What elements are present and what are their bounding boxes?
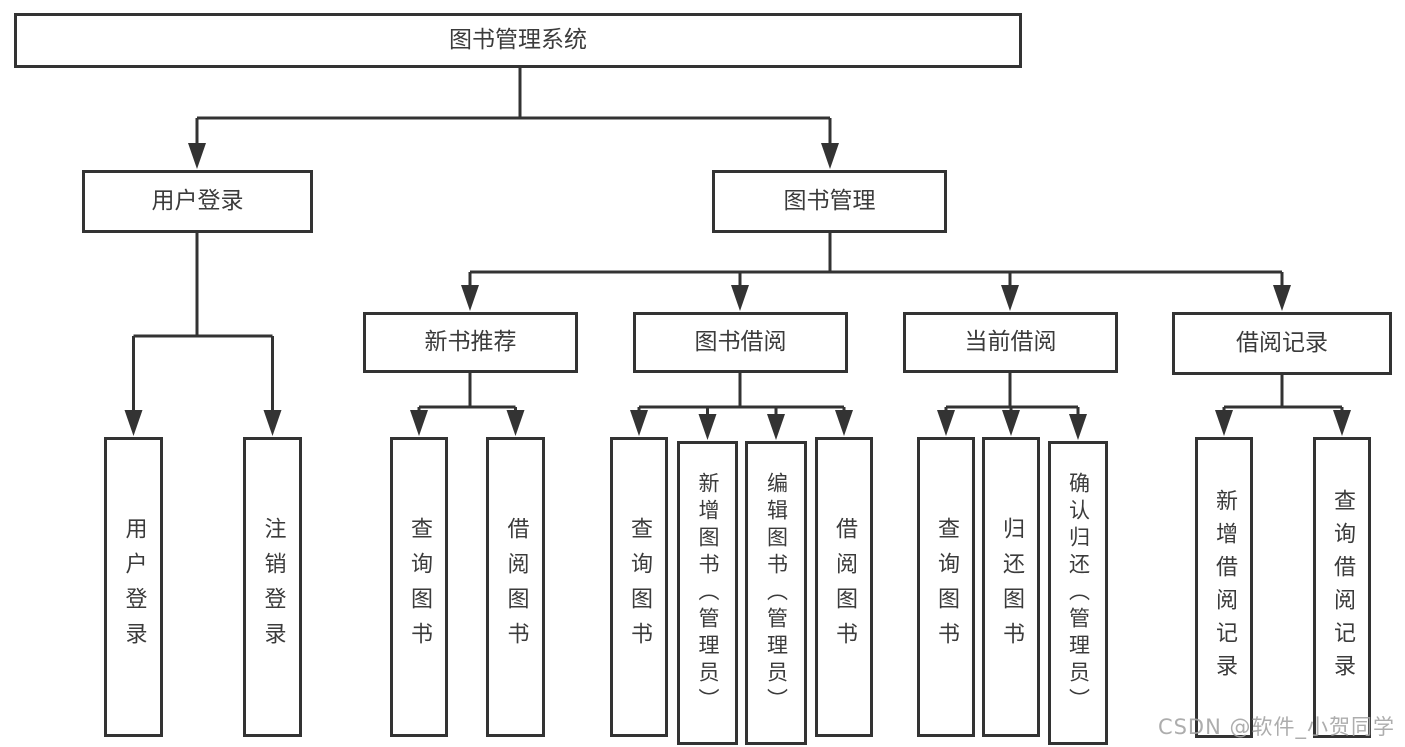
node-current-borrow-label: 当前借阅 [964,329,1057,355]
leaf-add-borrow-record: 新增借阅记录 [1195,437,1253,738]
watermark-text: CSDN @软件_小贺同学 [1157,715,1395,739]
leaf-query-books-borrow: 查询图书 [610,437,668,737]
leaf-query-books-recommend: 查询图书 [390,437,448,737]
leaf-query-borrow-record: 查询借阅记录 [1313,437,1371,738]
leaf-borrow-books-borrow: 借阅图书 [815,437,873,737]
leaf-query-borrow-record-label: 查询借阅记录 [1330,488,1355,687]
leaf-add-books-admin: 新增图书（管理员） [677,441,738,745]
leaf-borrow-books-recommend-label: 借阅图书 [503,517,529,657]
leaf-edit-books-admin-label: 编辑图书（管理员） [764,471,789,715]
leaf-query-books-recommend-label: 查询图书 [407,517,432,657]
node-user-login: 用户登录 [82,170,313,233]
node-borrow-records-label: 借阅记录 [1236,330,1328,356]
leaf-query-books-current: 查询图书 [917,437,975,737]
leaf-edit-books-admin: 编辑图书（管理员） [745,441,807,745]
leaf-query-books-borrow-label: 查询图书 [627,517,652,657]
leaf-logout: 注销登录 [243,437,302,737]
leaf-return-books-label: 归还图书 [999,517,1024,657]
leaf-add-borrow-record-label: 新增借阅记录 [1212,488,1237,687]
leaf-query-books-current-label: 查询图书 [934,517,959,657]
node-new-book-recommend: 新书推荐 [363,312,578,373]
node-book-management-label: 图书管理 [783,188,876,214]
node-book-borrow: 图书借阅 [633,312,848,373]
node-borrow-records: 借阅记录 [1172,312,1392,375]
node-current-borrow: 当前借阅 [903,312,1118,373]
leaf-user-login-label: 用户登录 [121,517,147,657]
arrowheads [124,143,1351,440]
node-new-book-recommend-label: 新书推荐 [424,329,517,355]
leaf-user-login: 用户登录 [104,437,163,737]
node-root-label: 图书管理系统 [449,27,587,53]
node-root: 图书管理系统 [14,13,1022,68]
leaf-add-books-admin-label: 新增图书（管理员） [696,471,720,715]
leaf-borrow-books-borrow-label: 借阅图书 [832,517,857,657]
node-book-management: 图书管理 [712,170,947,233]
leaf-confirm-return-admin: 确认归还（管理员） [1048,441,1108,745]
node-user-login-label: 用户登录 [151,188,244,214]
leaf-logout-label: 注销登录 [260,517,286,657]
leaf-borrow-books-recommend: 借阅图书 [486,437,545,737]
leaf-return-books: 归还图书 [982,437,1040,737]
leaf-confirm-return-admin-label: 确认归还（管理员） [1066,471,1091,715]
node-book-borrow-label: 图书借阅 [694,329,787,355]
